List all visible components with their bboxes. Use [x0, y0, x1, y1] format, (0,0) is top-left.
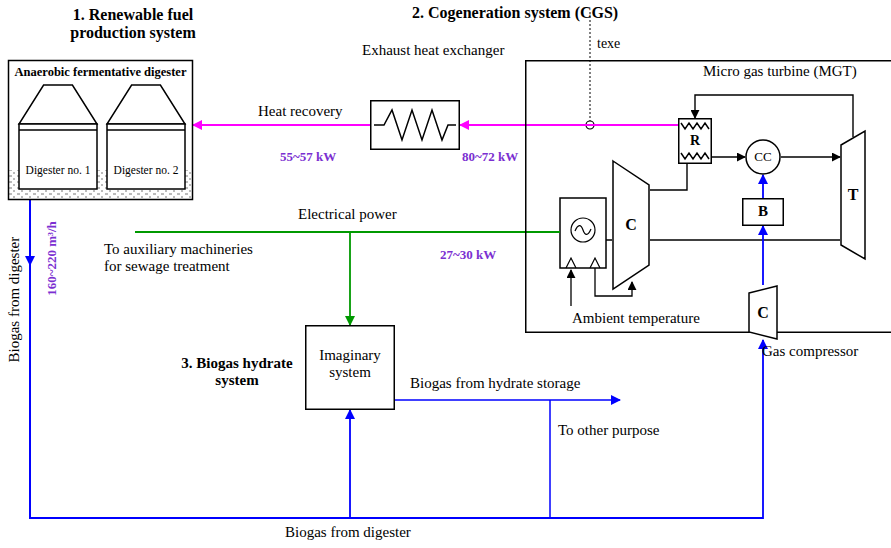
- outline: [107, 124, 185, 189]
- gas-pipe: [549, 400, 551, 518]
- outline: [679, 119, 712, 164]
- flow-connector: [695, 95, 853, 137]
- annotation-label: 2. Cogeneration system (CGS): [412, 4, 618, 22]
- outline: [9, 61, 193, 200]
- cooling-fins: [566, 258, 600, 268]
- outline: [613, 161, 649, 289]
- annotation-label: Biogas from hydrate storage: [410, 375, 580, 392]
- node-text: Digester no. 1: [18, 164, 98, 177]
- flow-connector: [762, 175, 764, 198]
- outline: [107, 85, 185, 124]
- outline: [19, 85, 97, 124]
- digester-tank: Digester no. 2: [106, 84, 186, 190]
- outline: [841, 131, 865, 259]
- node-body-text: Anaerobic fermentative digester: [8, 65, 193, 79]
- air-compressor: C: [612, 160, 650, 290]
- combustor: CC: [745, 139, 781, 175]
- outline: [107, 129, 185, 131]
- flow-connector: [350, 232, 525, 325]
- power-wire: [525, 231, 560, 233]
- node-text: 3. Biogas hydrate system: [177, 355, 297, 390]
- annotation-label: Heat recovery: [258, 103, 343, 120]
- node-text: CC: [745, 150, 781, 165]
- annotation-label: Biogas from digester: [6, 230, 23, 370]
- flow-connector: [712, 156, 745, 157]
- flow-connector: [30, 200, 763, 518]
- annotation-label: Biogas from digester: [285, 524, 411, 541]
- recuperator: R: [678, 118, 712, 164]
- outline: [371, 101, 460, 150]
- air-inlet-arrow: [570, 270, 571, 306]
- flow-value: 27~30 kW: [440, 248, 496, 263]
- annotation-label: To auxiliary machineries for sewage trea…: [104, 241, 272, 276]
- outline: [374, 110, 456, 140]
- flow-connector: [650, 164, 687, 190]
- flow-connector: [193, 124, 370, 126]
- flow-value: 80~72 kW: [462, 150, 518, 165]
- node-text: B: [742, 203, 784, 220]
- flow-value: 55~57 kW: [280, 150, 336, 165]
- annotation-label: To other purpose: [558, 422, 659, 439]
- flow-connector: [762, 226, 764, 285]
- shape-outline: [525, 60, 891, 333]
- outline: [749, 286, 777, 339]
- outline: [306, 326, 395, 410]
- outline: [19, 124, 97, 189]
- power-wire: [135, 231, 353, 233]
- node-body-text: Imaginary system: [309, 347, 391, 382]
- outline: [746, 140, 780, 174]
- heat-exchanger: Exhaust heat exchanger: [370, 100, 460, 150]
- annotation-label: Electrical power: [298, 206, 397, 223]
- annotation-label: 160~220 m³/h: [45, 203, 60, 313]
- node-text: T: [840, 186, 866, 204]
- generator-symbol: [571, 218, 595, 242]
- node-text: Digester no. 2: [106, 164, 186, 177]
- flow-connector: [460, 124, 678, 126]
- node-text: Exhaust heat exchanger: [362, 42, 504, 59]
- outline: [743, 199, 784, 226]
- shaft: [650, 239, 840, 241]
- annotation-label: Ambient temperature: [572, 310, 700, 327]
- shaft: [606, 239, 612, 241]
- node-text: 1. Renewable fuel production system: [48, 6, 218, 43]
- booster-box: B: [742, 198, 784, 226]
- node-text: C: [748, 303, 778, 321]
- generator-housing: [560, 198, 606, 268]
- system-box: 1. Renewable fuel production systemAnaer…: [8, 60, 193, 200]
- turbine-housing: Micro gas turbine (MGT)RCCCTB: [525, 60, 891, 333]
- outline: [526, 61, 891, 333]
- outline: [681, 123, 709, 129]
- node-text: C: [612, 216, 650, 234]
- outline: [19, 129, 97, 131]
- flow-connector: [781, 156, 840, 157]
- digester-tank: Digester no. 1: [18, 84, 98, 190]
- flow-connector: [30, 200, 350, 518]
- annotation-label: texe: [597, 36, 620, 52]
- shape-outline: [370, 100, 460, 150]
- node-body-text: Gas compressor: [762, 343, 858, 360]
- gas-compressor: CGas compressor: [748, 285, 778, 340]
- turbine: T: [840, 130, 866, 260]
- node-text: R: [678, 133, 712, 149]
- hydrate-box: 3. Biogas hydrate systemImaginary system: [305, 325, 395, 410]
- node-text: Micro gas turbine (MGT): [703, 63, 857, 80]
- gas-pipe: [395, 399, 620, 401]
- leader-line: [590, 12, 591, 121]
- outline: [681, 153, 709, 159]
- generator-wave: [575, 226, 591, 235]
